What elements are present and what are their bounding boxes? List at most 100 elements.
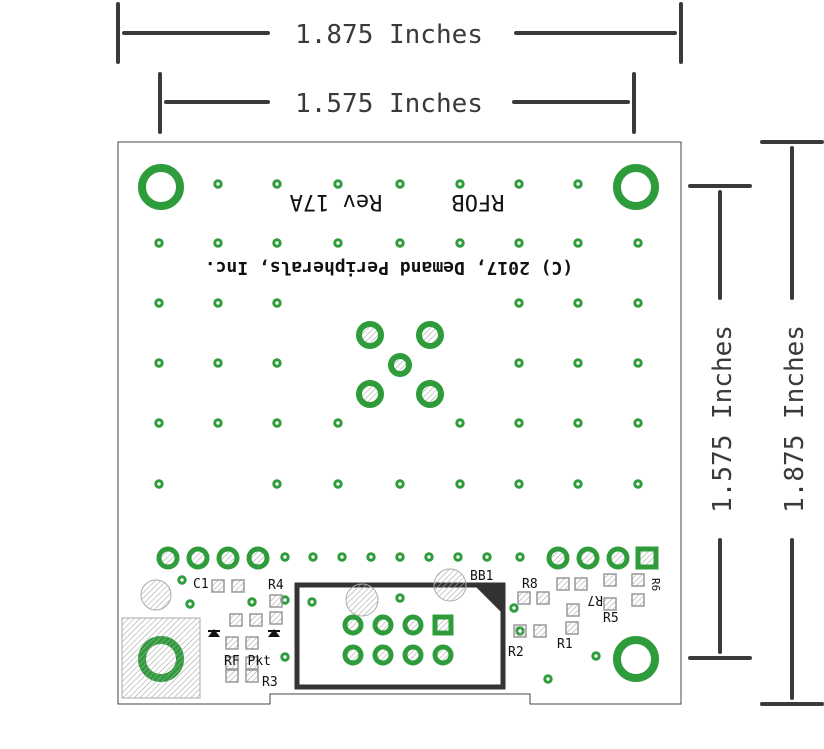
via — [280, 595, 290, 605]
via — [272, 238, 282, 248]
via — [514, 358, 524, 368]
via — [177, 575, 187, 585]
via — [213, 298, 223, 308]
dimension-inner-height-label: 1.575 Inches — [708, 325, 738, 513]
via — [272, 179, 282, 189]
via — [573, 179, 583, 189]
smd-pad — [556, 577, 570, 591]
via — [154, 238, 164, 248]
via — [395, 179, 405, 189]
via — [455, 238, 465, 248]
via — [280, 552, 290, 562]
via — [633, 479, 643, 489]
center-footprint — [356, 321, 444, 408]
via — [573, 238, 583, 248]
dimension-inner-height — [688, 184, 752, 660]
label-rf-pkt: RF Pkt — [224, 654, 271, 669]
via — [395, 593, 405, 603]
smd-pad — [533, 624, 547, 638]
via — [154, 418, 164, 428]
smd-pad — [211, 579, 225, 593]
via — [573, 358, 583, 368]
via — [509, 603, 519, 613]
via — [514, 298, 524, 308]
via — [453, 552, 463, 562]
dimension-outer-width-label: 1.875 Inches — [295, 20, 483, 50]
smd-pad — [631, 573, 645, 587]
via — [213, 358, 223, 368]
mounting-hole — [138, 164, 184, 210]
via — [333, 179, 343, 189]
dimension-outer-height-label: 1.875 Inches — [780, 325, 810, 513]
board-outline — [117, 141, 682, 705]
led-markers — [208, 629, 280, 637]
smd-pad — [269, 594, 283, 608]
via — [272, 479, 282, 489]
mounting-hole — [613, 636, 659, 682]
label-r4: R4 — [268, 578, 284, 593]
hatched-outlines — [121, 568, 467, 699]
component-labels: C1 R4 BB1 R8 R7 R6 R5 R1 R2 R3 RF Pkt — [193, 569, 662, 690]
via — [482, 552, 492, 562]
smd-pad — [574, 577, 588, 591]
via — [633, 418, 643, 428]
via — [514, 179, 524, 189]
connector-pins — [342, 614, 454, 666]
via — [213, 418, 223, 428]
via — [272, 418, 282, 428]
via — [455, 479, 465, 489]
via — [154, 479, 164, 489]
smd-pad — [245, 656, 259, 670]
label-r6: R6 — [649, 578, 662, 591]
via — [395, 238, 405, 248]
smd-pad — [245, 636, 259, 650]
label-r3: R3 — [262, 675, 278, 690]
smd-pad — [229, 613, 243, 627]
via — [154, 298, 164, 308]
via — [424, 552, 434, 562]
label-bb1: BB1 — [470, 569, 493, 584]
via — [333, 238, 343, 248]
dimension-inner-width-label: 1.575 Inches — [295, 89, 483, 119]
via — [633, 298, 643, 308]
label-r8: R8 — [522, 577, 538, 592]
via — [308, 552, 318, 562]
smd-pads — [211, 573, 645, 683]
smd-pad — [603, 573, 617, 587]
via — [515, 552, 525, 562]
via — [395, 552, 405, 562]
via — [333, 418, 343, 428]
via — [633, 238, 643, 248]
via — [307, 597, 317, 607]
via — [514, 479, 524, 489]
via — [213, 179, 223, 189]
via — [185, 599, 195, 609]
via — [247, 597, 257, 607]
label-r2: R2 — [508, 645, 524, 660]
label-c1: C1 — [193, 577, 209, 592]
smd-pad — [225, 669, 239, 683]
via — [395, 479, 405, 489]
via — [455, 179, 465, 189]
label-r1: R1 — [557, 637, 573, 652]
via — [272, 358, 282, 368]
smd-pad — [231, 579, 245, 593]
via — [154, 358, 164, 368]
board-revision: Rev 17A — [290, 189, 383, 214]
smd-pad — [631, 593, 645, 607]
via — [514, 238, 524, 248]
via — [543, 674, 553, 684]
via — [213, 238, 223, 248]
via — [591, 651, 601, 661]
smd-pad — [603, 597, 617, 611]
via — [337, 552, 347, 562]
via — [573, 298, 583, 308]
via — [633, 358, 643, 368]
header-right — [546, 546, 659, 570]
via — [573, 479, 583, 489]
dimension-outer-height — [760, 140, 824, 706]
smd-pad — [225, 656, 239, 670]
via — [366, 552, 376, 562]
smd-pad — [225, 636, 239, 650]
